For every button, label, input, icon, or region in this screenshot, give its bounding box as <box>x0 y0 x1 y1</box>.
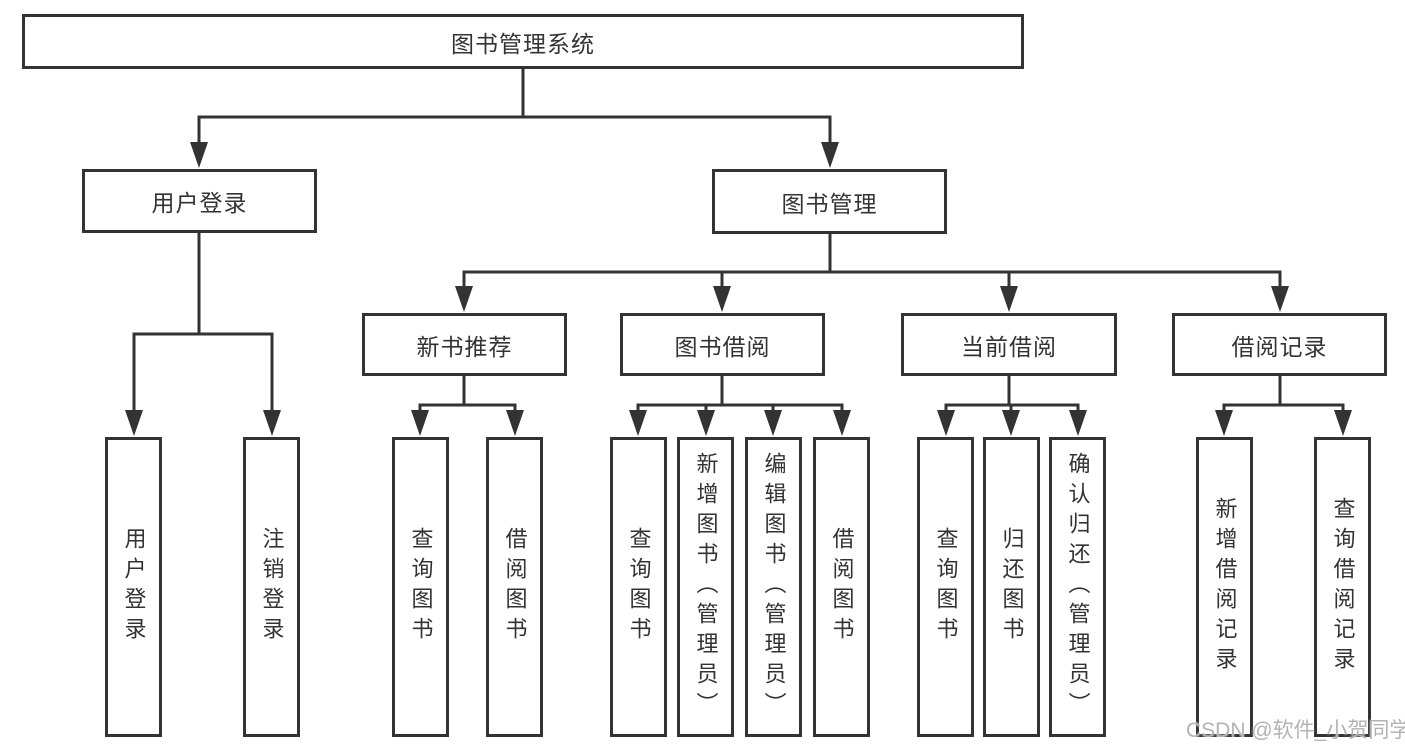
node-root: 图书管理系统 <box>22 14 1024 69</box>
leaf-edit-books-admin: 编辑图书（管理员） <box>745 437 802 737</box>
node-user-login: 用户登录 <box>82 169 317 233</box>
leaf-confirm-return-admin-label: 确认归还（管理员） <box>1065 452 1091 722</box>
arrow-c1 <box>629 410 647 436</box>
node-new-book-recommendation: 新书推荐 <box>362 313 567 376</box>
node-current-borrowing: 当前借阅 <box>901 313 1117 376</box>
leaf-recommend-borrow-books-label: 借阅图书 <box>502 527 528 647</box>
leaf-add-borrow-record-label: 新增借阅记录 <box>1212 497 1238 677</box>
leaf-return-books: 归还图书 <box>983 437 1040 737</box>
leaf-current-query-books-label: 查询图书 <box>933 527 959 647</box>
arrow-d1 <box>937 410 955 436</box>
leaf-user-login-label: 用户登录 <box>121 527 147 647</box>
leaf-borrowing-query-books: 查询图书 <box>610 437 667 737</box>
arrow-c2 <box>697 410 715 436</box>
leaf-recommend-query-books-label: 查询图书 <box>408 527 434 647</box>
arrow-to-book-management <box>821 142 839 168</box>
leaf-borrowing-borrow-books-label: 借阅图书 <box>829 527 855 647</box>
node-root-label: 图书管理系统 <box>451 30 595 57</box>
leaf-recommend-borrow-books: 借阅图书 <box>486 437 543 737</box>
arrow-c3 <box>764 410 782 436</box>
node-new-book-recommendation-label: 新书推荐 <box>416 333 513 360</box>
node-book-management: 图书管理 <box>712 169 947 234</box>
arrow-to-user-login <box>190 142 208 168</box>
node-borrowing-records-label: 借阅记录 <box>1231 333 1328 360</box>
leaf-confirm-return-admin: 确认归还（管理员） <box>1049 437 1106 737</box>
node-book-borrowing-label: 图书借阅 <box>674 333 771 360</box>
arrow-b1 <box>411 410 429 436</box>
arrow-to-leaf-user-login <box>125 410 143 436</box>
connector-borrowing-records <box>1222 374 1345 413</box>
arrow-b2 <box>506 410 524 436</box>
leaf-query-borrow-record-label: 查询借阅记录 <box>1330 497 1356 677</box>
arrow-to-borrowing-records <box>1271 286 1289 312</box>
arrow-to-current-borrowing <box>1000 286 1018 312</box>
connector-current-borrowing <box>944 374 1080 413</box>
csdn-watermark: CSDN @软件_小贺同学 <box>1186 719 1405 742</box>
leaf-recommend-query-books: 查询图书 <box>392 437 449 737</box>
node-book-management-label: 图书管理 <box>781 190 878 217</box>
connector-book-management-to-level3 <box>462 232 1282 289</box>
connector-new-book-recommendation <box>418 374 517 413</box>
node-user-login-label: 用户登录 <box>151 190 248 216</box>
leaf-logout-label: 注销登录 <box>259 527 285 647</box>
connector-user-login-to-leaves <box>132 231 274 412</box>
leaf-add-books-admin: 新增图书（管理员） <box>677 437 734 737</box>
arrow-to-new-book-recommendation <box>455 286 473 312</box>
leaf-logout: 注销登录 <box>243 437 300 737</box>
node-borrowing-records: 借阅记录 <box>1172 313 1387 376</box>
arrow-e1 <box>1215 410 1233 436</box>
leaf-return-books-label: 归还图书 <box>999 527 1025 647</box>
leaf-borrowing-query-books-label: 查询图书 <box>626 527 652 647</box>
leaf-query-borrow-record: 查询借阅记录 <box>1314 437 1371 737</box>
leaf-add-borrow-record: 新增借阅记录 <box>1196 437 1253 737</box>
leaf-user-login: 用户登录 <box>105 437 162 737</box>
arrow-e2 <box>1334 410 1352 436</box>
node-book-borrowing: 图书借阅 <box>620 313 825 376</box>
connector-root-to-level2 <box>197 67 832 146</box>
arrow-to-book-borrowing <box>713 286 731 312</box>
arrow-d2 <box>1002 410 1020 436</box>
leaf-add-books-admin-label: 新增图书（管理员） <box>693 452 719 722</box>
node-current-borrowing-label: 当前借阅 <box>961 333 1057 360</box>
arrow-c4 <box>833 410 851 436</box>
leaf-current-query-books: 查询图书 <box>917 437 974 737</box>
leaf-edit-books-admin-label: 编辑图书（管理员） <box>761 452 787 722</box>
arrow-to-leaf-logout <box>263 410 281 436</box>
connector-book-borrowing <box>636 374 844 413</box>
arrow-d3 <box>1069 410 1087 436</box>
leaf-borrowing-borrow-books: 借阅图书 <box>813 437 870 737</box>
